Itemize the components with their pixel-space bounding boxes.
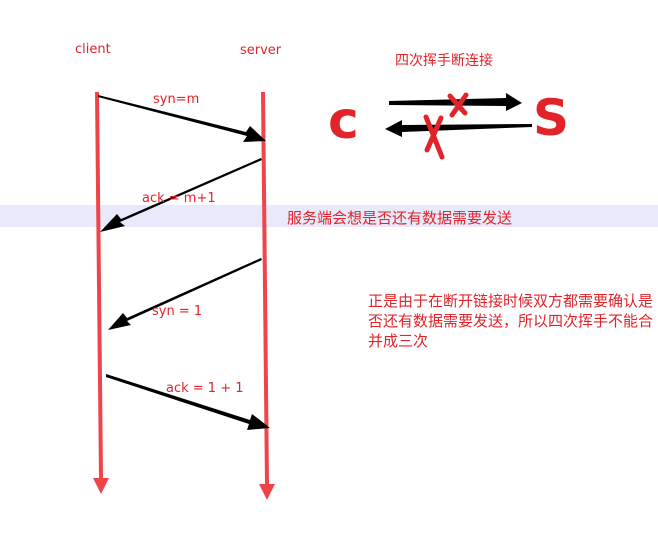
message-3-label: syn = 1 [152, 304, 203, 319]
band-note: 服务端会想是否还有数据需要发送 [287, 209, 513, 227]
server-label: server [240, 43, 282, 58]
client-lifeline [95, 91, 103, 479]
cross-mark-top [447, 92, 469, 118]
cross-mark-bottom [423, 114, 445, 160]
sketch-backward-arrow [385, 120, 532, 137]
message-2-arrow [100, 158, 262, 232]
message-1-arrow [98, 95, 266, 142]
message-4-label: ack = 1 + 1 [166, 381, 244, 396]
sketch-letter-c: c [328, 91, 359, 151]
highlight-band [0, 205, 658, 227]
server-lifeline [261, 91, 269, 485]
client-lifeline-arrowhead [93, 478, 109, 494]
message-1-label: syn=m [153, 92, 200, 107]
explanation-note: 正是由于在断开链接时候双方都需要确认是否还有数据需要发送，所以四次挥手不能合并成… [368, 292, 654, 350]
sketch-letter-s: S [533, 89, 569, 147]
diagram-title: 四次挥手断连接 [395, 53, 493, 69]
message-2-label: ack = m+1 [142, 191, 216, 206]
client-label: client [75, 42, 111, 57]
message-4-arrow [106, 374, 270, 430]
server-lifeline-arrowhead [259, 484, 275, 500]
message-3-arrow [108, 258, 262, 330]
